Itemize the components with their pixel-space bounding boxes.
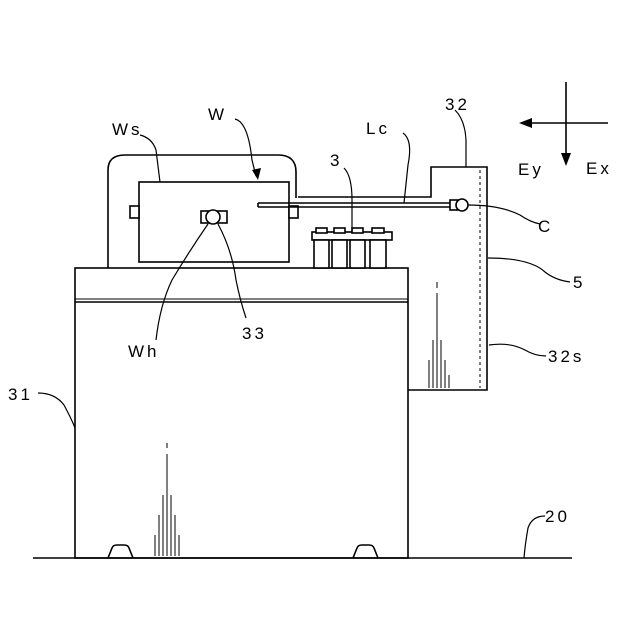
label-31: 31 bbox=[8, 385, 33, 404]
leader-w bbox=[235, 119, 256, 176]
nozzle-33 bbox=[201, 210, 227, 224]
leader-ws bbox=[140, 135, 160, 182]
container-shading bbox=[429, 282, 449, 388]
camera-c bbox=[450, 199, 468, 211]
label-ex: Ex bbox=[586, 159, 612, 178]
label-5: 5 bbox=[573, 273, 585, 292]
label-ws: Ws bbox=[112, 120, 143, 139]
ey-arrowhead bbox=[519, 118, 532, 128]
leader-20 bbox=[524, 516, 545, 558]
leader-3 bbox=[344, 168, 352, 232]
axis-indicator bbox=[519, 82, 608, 166]
leader-lines bbox=[38, 110, 570, 558]
label-33: 33 bbox=[242, 324, 267, 343]
leader-c bbox=[468, 205, 540, 224]
label-20: 20 bbox=[545, 507, 570, 526]
leader-5 bbox=[488, 258, 570, 282]
label-32s: 32s bbox=[548, 347, 584, 366]
bottle-group-3 bbox=[312, 228, 392, 268]
leader-32 bbox=[455, 110, 466, 167]
label-lc: Lc bbox=[366, 119, 390, 138]
label-ey: Ey bbox=[518, 160, 544, 179]
leader-32s bbox=[489, 344, 546, 356]
label-w: W bbox=[208, 105, 227, 124]
leader-31 bbox=[38, 393, 75, 428]
reference-labels: Ws W 3 Lc 32 Ey Ex C 5 Wh 33 32s 31 20 bbox=[8, 95, 612, 526]
cabinet-shading bbox=[155, 443, 179, 556]
label-3: 3 bbox=[330, 151, 342, 170]
ex-arrowhead bbox=[561, 153, 571, 166]
label-c: C bbox=[538, 217, 553, 236]
label-wh: Wh bbox=[128, 342, 160, 361]
base-cabinet bbox=[75, 268, 408, 558]
label-32: 32 bbox=[445, 95, 470, 114]
leader-lc bbox=[403, 133, 410, 203]
